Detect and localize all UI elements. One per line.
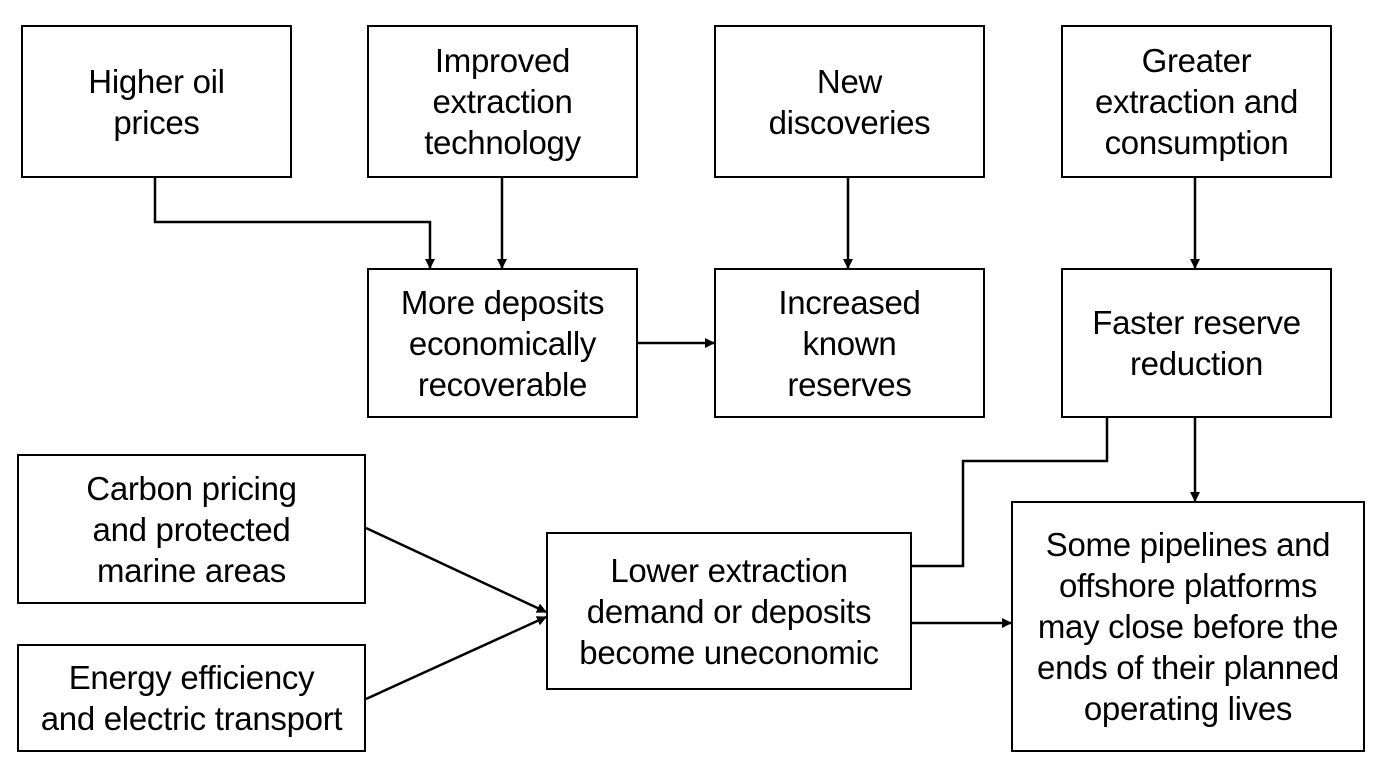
pipelines-may-close-label: Some pipelines and offshore platforms ma… [1037, 526, 1339, 727]
arrow-energy-efficiency-to-lower-demand [365, 615, 547, 701]
pipelines-may-close-box: Some pipelines and offshore platforms ma… [1011, 501, 1365, 752]
increased-known-reserves-box: Increased known reserves [714, 268, 985, 418]
carbon-pricing-box: Carbon pricing and protected marine area… [17, 454, 366, 604]
greater-extraction-consumption-box: Greater extraction and consumption [1061, 25, 1332, 178]
arrow-higher-prices-to-more-deposits [153, 177, 435, 269]
increased-known-reserves-label: Increased known reserves [778, 283, 921, 403]
improved-extraction-technology-label: Improved extraction technology [424, 42, 581, 161]
connector-lower-demand-to-faster-reduction [912, 417, 1109, 568]
energy-efficiency-box: Energy efficiency and electric transport [17, 644, 366, 752]
improved-extraction-technology-box: Improved extraction technology [367, 25, 638, 178]
more-deposits-recoverable-label: More deposits economically recoverable [400, 283, 605, 403]
new-discoveries-label: New discoveries [768, 62, 931, 141]
faster-reserve-reduction-label: Faster reserve reduction [1092, 304, 1301, 382]
more-deposits-recoverable-box: More deposits economically recoverable [367, 268, 638, 418]
energy-efficiency-label: Energy efficiency and electric transport [40, 659, 343, 737]
lower-extraction-demand-box: Lower extraction demand or deposits beco… [546, 532, 912, 690]
greater-extraction-consumption-label: Greater extraction and consumption [1094, 42, 1299, 161]
higher-oil-prices-label: Higher oil prices [88, 62, 225, 141]
lower-extraction-demand-label: Lower extraction demand or deposits beco… [579, 551, 879, 671]
carbon-pricing-label: Carbon pricing and protected marine area… [86, 469, 297, 589]
arrow-carbon-pricing-to-lower-demand [365, 526, 547, 614]
faster-reserve-reduction-box: Faster reserve reduction [1061, 268, 1332, 418]
new-discoveries-box: New discoveries [714, 25, 985, 178]
higher-oil-prices-box: Higher oil prices [21, 25, 292, 178]
